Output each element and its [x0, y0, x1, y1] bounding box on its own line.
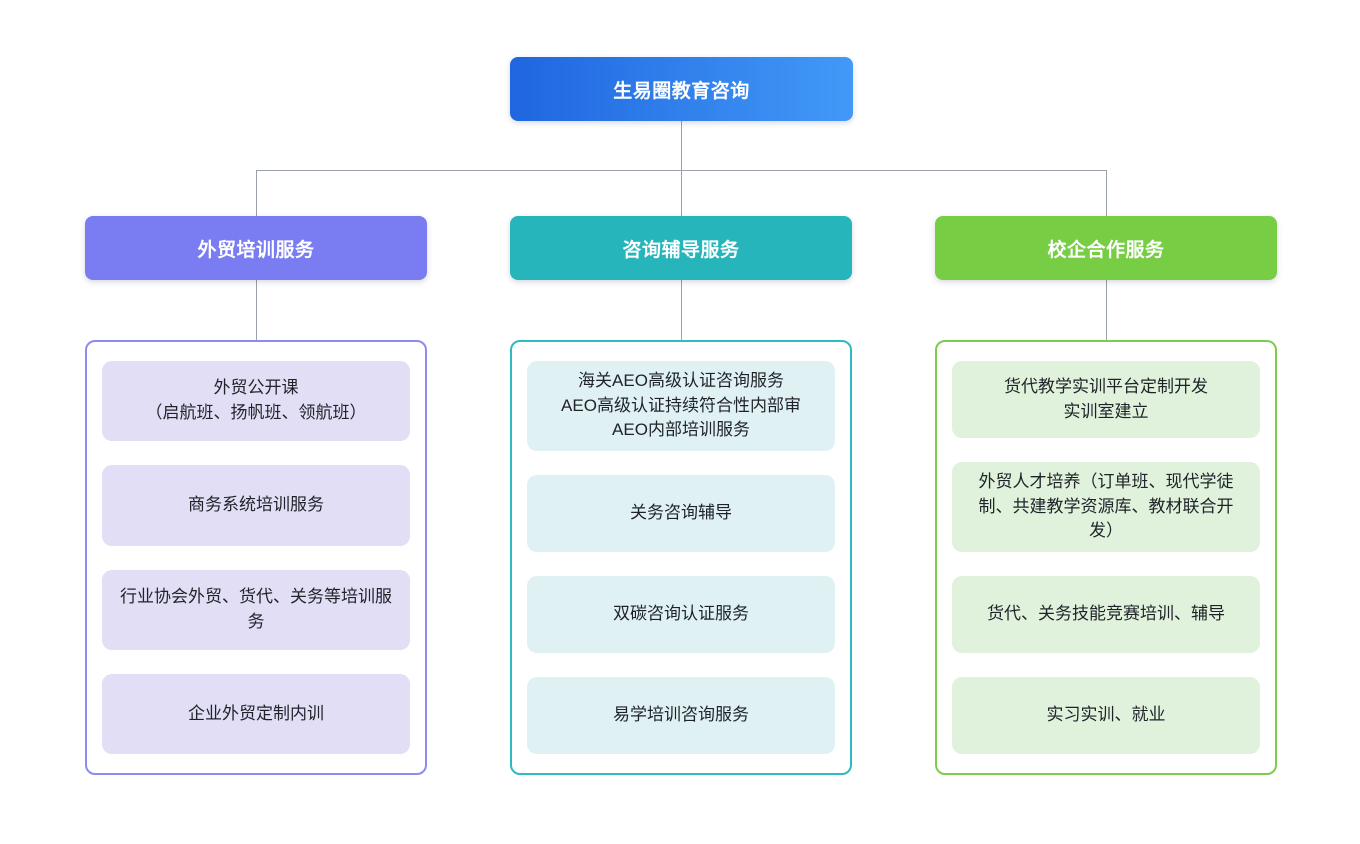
branch-header-label: 外贸培训服务: [197, 239, 315, 261]
leaf-node[interactable]: 易学培训咨询服务: [527, 676, 835, 755]
root-node-label: 生易圈教育咨询: [613, 80, 750, 102]
connector-stem-branch-3: [1106, 280, 1107, 340]
leaf-node[interactable]: 实习实训、就业: [952, 676, 1260, 755]
leaf-node[interactable]: 双碳咨询认证服务: [527, 575, 835, 653]
connector-drop-branch-3: [1106, 170, 1107, 216]
leaf-node[interactable]: 行业协会外贸、货代、关务等培训服务: [102, 569, 410, 650]
leaf-node[interactable]: 关务咨询辅导: [527, 474, 835, 552]
branch-header-label: 校企合作服务: [1047, 239, 1165, 261]
connector-stem-branch-2: [681, 280, 682, 340]
branch-group-trade-training: 外贸公开课 （启航班、扬帆班、领航班） 商务系统培训服务 行业协会外贸、货代、关…: [85, 340, 427, 775]
connector-stem-branch-1: [256, 280, 257, 340]
leaf-node[interactable]: 外贸公开课 （启航班、扬帆班、领航班）: [102, 361, 410, 442]
leaf-node[interactable]: 企业外贸定制内训: [102, 673, 410, 754]
branch-group-school-enterprise: 货代教学实训平台定制开发 实训室建立 外贸人才培养（订单班、现代学徒制、共建教学…: [935, 340, 1277, 775]
connector-drop-branch-2: [681, 170, 682, 216]
branch-header-school-enterprise[interactable]: 校企合作服务: [935, 216, 1277, 280]
leaf-node[interactable]: 货代教学实训平台定制开发 实训室建立: [952, 361, 1260, 439]
root-node[interactable]: 生易圈教育咨询: [510, 57, 853, 121]
leaf-node[interactable]: 商务系统培训服务: [102, 465, 410, 546]
connector-drop-branch-1: [256, 170, 257, 216]
branch-header-trade-training[interactable]: 外贸培训服务: [85, 216, 427, 280]
leaf-node[interactable]: 海关AEO高级认证咨询服务 AEO高级认证持续符合性内部审 AEO内部培训服务: [527, 361, 835, 451]
branch-header-consulting[interactable]: 咨询辅导服务: [510, 216, 852, 280]
connector-root-stem: [681, 121, 682, 170]
leaf-node[interactable]: 货代、关务技能竞赛培训、辅导: [952, 575, 1260, 653]
branch-header-label: 咨询辅导服务: [622, 239, 740, 261]
branch-group-consulting: 海关AEO高级认证咨询服务 AEO高级认证持续符合性内部审 AEO内部培训服务 …: [510, 340, 852, 775]
leaf-node[interactable]: 外贸人才培养（订单班、现代学徒制、共建教学资源库、教材联合开发）: [952, 462, 1260, 552]
